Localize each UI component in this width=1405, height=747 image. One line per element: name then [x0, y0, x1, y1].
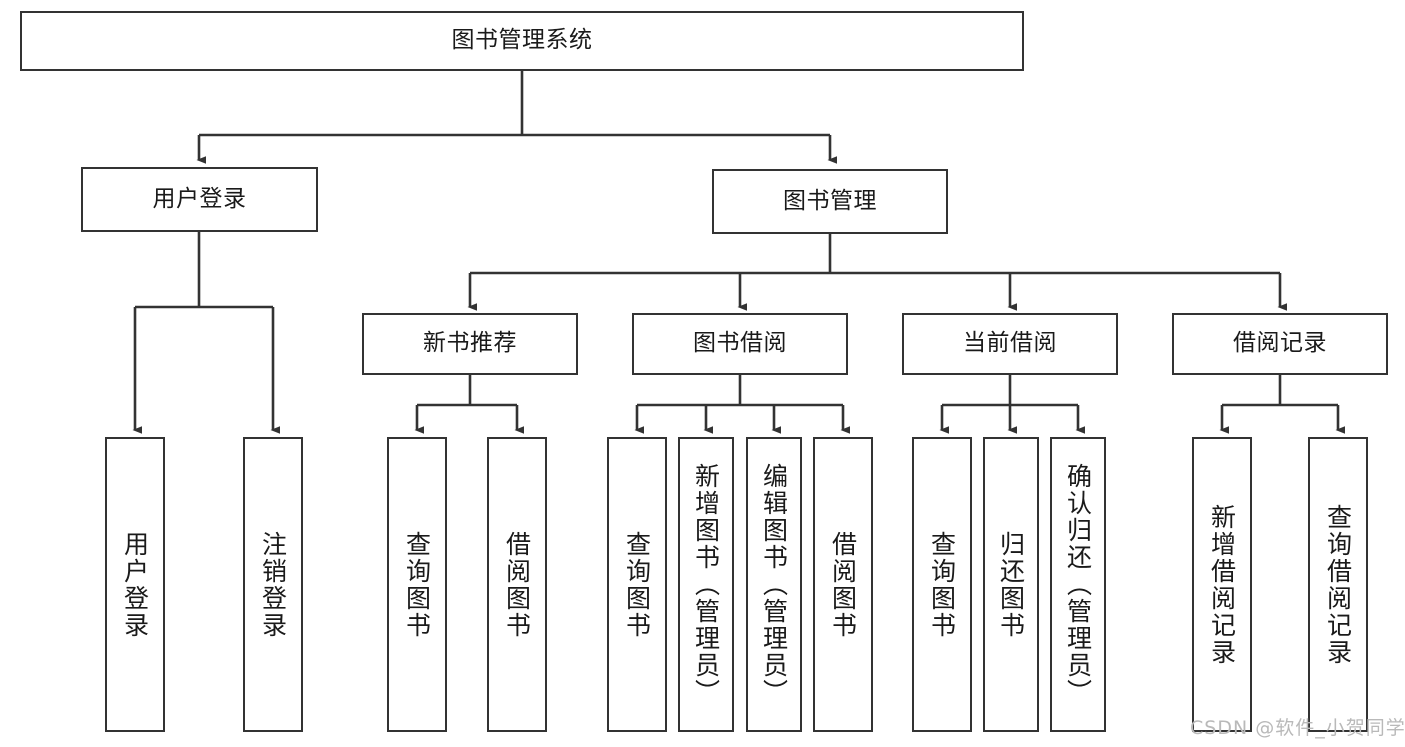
node-label: 用户登录	[152, 185, 247, 212]
leaf-add-book-admin[interactable]: 新增图书（管理员）	[678, 437, 734, 732]
node-label: 当前借阅	[963, 330, 1057, 357]
node-label: 借阅图书	[828, 530, 858, 639]
node-label: 查询图书	[927, 530, 957, 639]
node-label: 借阅记录	[1233, 330, 1327, 357]
node-label: 图书借阅	[693, 330, 787, 357]
node-book-borrow[interactable]: 图书借阅	[632, 313, 848, 375]
node-new-book-recommend[interactable]: 新书推荐	[362, 313, 578, 375]
node-label: 新书推荐	[423, 330, 517, 357]
node-book-management[interactable]: 图书管理	[712, 169, 948, 234]
node-label: 新增借阅记录	[1207, 503, 1237, 666]
leaf-return-book[interactable]: 归还图书	[983, 437, 1039, 732]
leaf-query-book-borrow[interactable]: 查询图书	[607, 437, 667, 732]
leaf-borrow-book-recommend[interactable]: 借阅图书	[487, 437, 547, 732]
node-label: 注销登录	[258, 530, 288, 639]
csdn-watermark: CSDN @软件_小贺同学	[1190, 717, 1405, 739]
node-current-borrow[interactable]: 当前借阅	[902, 313, 1118, 375]
leaf-logout[interactable]: 注销登录	[243, 437, 303, 732]
leaf-query-borrow-record[interactable]: 查询借阅记录	[1308, 437, 1368, 732]
node-user-login[interactable]: 用户登录	[81, 167, 318, 232]
node-label: 借阅图书	[502, 530, 532, 639]
node-label: 图书管理系统	[451, 27, 593, 54]
leaf-confirm-return-admin[interactable]: 确认归还（管理员）	[1050, 437, 1106, 732]
leaf-edit-book-admin[interactable]: 编辑图书（管理员）	[746, 437, 802, 732]
leaf-user-login[interactable]: 用户登录	[105, 437, 165, 732]
node-label: 归还图书	[996, 530, 1026, 639]
node-borrow-record[interactable]: 借阅记录	[1172, 313, 1388, 375]
node-label: 新增图书（管理员）	[691, 463, 721, 706]
node-label: 确认归还（管理员）	[1063, 463, 1093, 706]
leaf-borrow-book[interactable]: 借阅图书	[813, 437, 873, 732]
leaf-add-borrow-record[interactable]: 新增借阅记录	[1192, 437, 1252, 732]
node-root-book-management-system[interactable]: 图书管理系统	[20, 11, 1024, 71]
node-label: 查询借阅记录	[1323, 503, 1353, 666]
leaf-query-book-current[interactable]: 查询图书	[912, 437, 972, 732]
leaf-query-book-recommend[interactable]: 查询图书	[387, 437, 447, 732]
node-label: 查询图书	[622, 530, 652, 639]
node-label: 图书管理	[783, 187, 877, 214]
node-label: 编辑图书（管理员）	[759, 463, 789, 706]
node-label: 用户登录	[120, 530, 150, 639]
node-label: 查询图书	[402, 530, 432, 639]
